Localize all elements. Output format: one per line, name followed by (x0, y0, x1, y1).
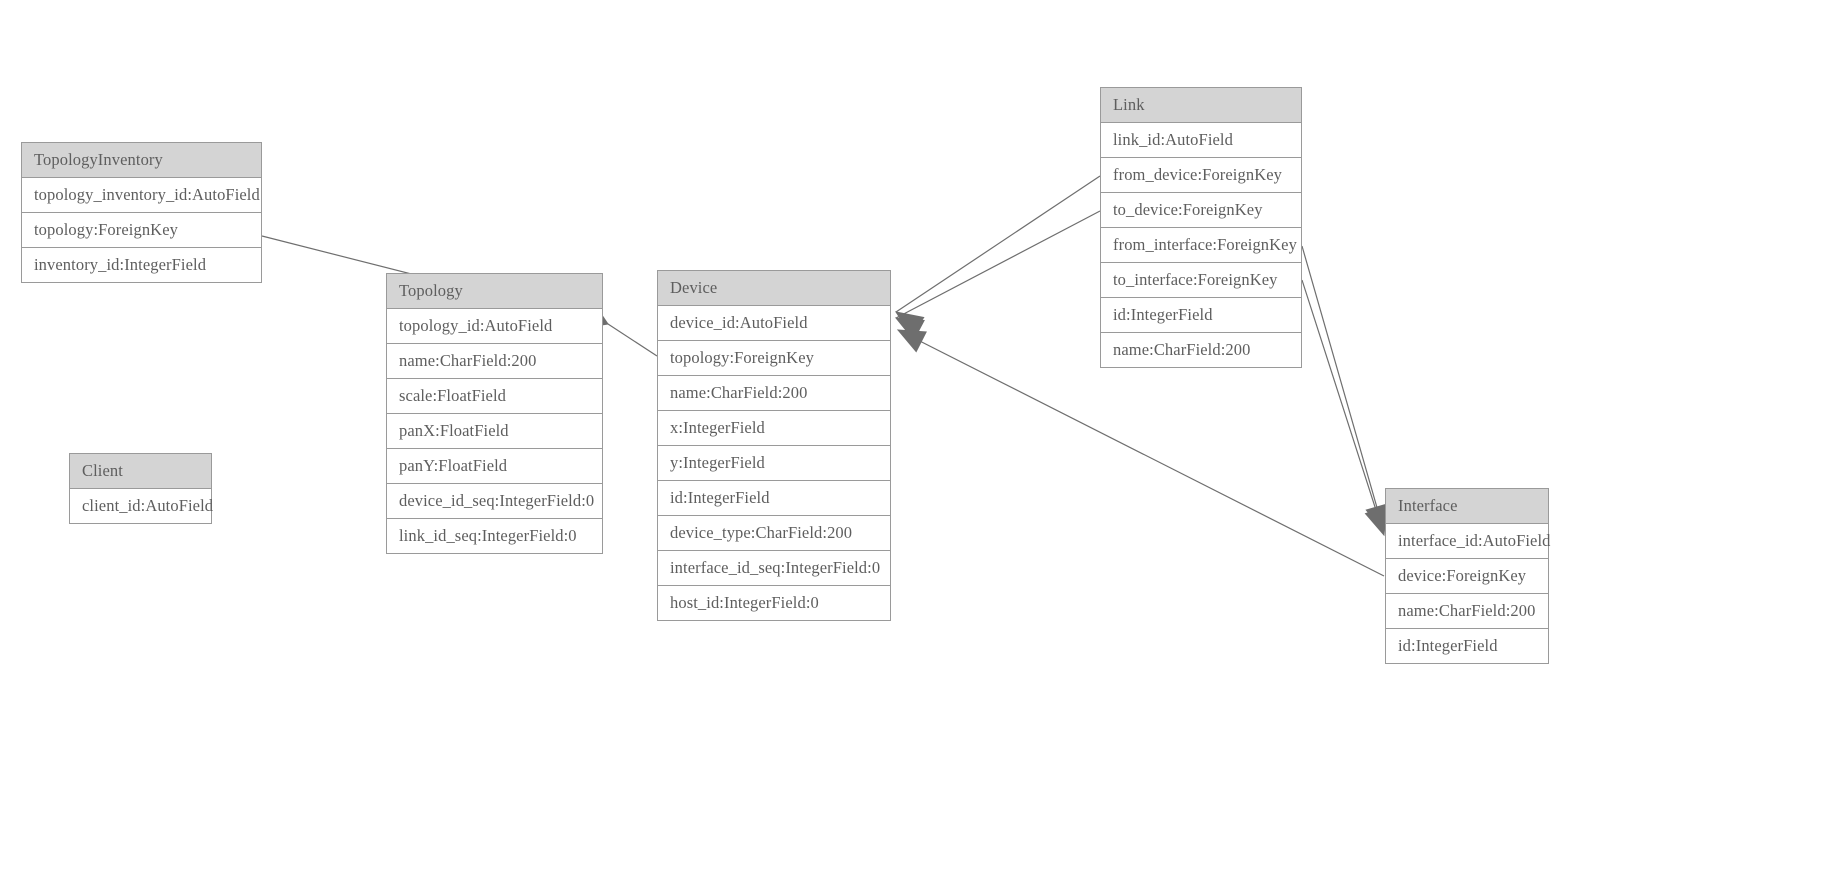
relationship-link-to-interface (1301, 279, 1387, 537)
entity-field[interactable]: topology_id:AutoField (387, 309, 602, 344)
entity-field[interactable]: topology:ForeignKey (22, 213, 261, 248)
entity-field[interactable]: id:IntegerField (658, 481, 890, 516)
entity-field[interactable]: to_interface:ForeignKey (1101, 263, 1301, 298)
entity-field[interactable]: topology:ForeignKey (658, 341, 890, 376)
entity-field[interactable]: panX:FloatField (387, 414, 602, 449)
arrow-head-icon (894, 311, 925, 337)
entity-field[interactable]: client_id:AutoField (70, 489, 213, 523)
entity-field[interactable]: name:CharField:200 (1101, 333, 1301, 367)
entity-field[interactable]: link_id:AutoField (1101, 123, 1301, 158)
entity-title-device: Device (658, 271, 890, 306)
entity-field[interactable]: y:IntegerField (658, 446, 890, 481)
entity-field[interactable]: name:CharField:200 (1386, 594, 1548, 629)
entity-field[interactable]: panY:FloatField (387, 449, 602, 484)
entity-field[interactable]: host_id:IntegerField:0 (658, 586, 890, 620)
entity-title-client: Client (70, 454, 211, 489)
entity-field[interactable]: to_device:ForeignKey (1101, 193, 1301, 228)
entity-field[interactable]: topology_inventory_id:AutoField (22, 178, 261, 213)
entity-field[interactable]: from_interface:ForeignKey (1101, 228, 1301, 263)
relationship-link-to-device (894, 210, 1101, 341)
entity-title-topology_inventory: TopologyInventory (22, 143, 261, 178)
entity-field[interactable]: interface_id:AutoField (1386, 524, 1550, 559)
entity-field[interactable]: scale:FloatField (387, 379, 602, 414)
entity-field[interactable]: link_id_seq:IntegerField:0 (387, 519, 602, 553)
arrow-head-icon (894, 317, 925, 341)
entity-title-topology: Topology (387, 274, 602, 309)
relationship-link-to-device (894, 175, 1101, 337)
entity-field[interactable]: name:CharField:200 (658, 376, 890, 411)
entity-field[interactable]: device_type:CharField:200 (658, 516, 890, 551)
entity-field[interactable]: from_device:ForeignKey (1101, 158, 1301, 193)
entity-field[interactable]: device_id:AutoField (658, 306, 890, 341)
entity-field[interactable]: interface_id_seq:IntegerField:0 (658, 551, 890, 586)
entity-field[interactable]: inventory_id:IntegerField (22, 248, 261, 282)
entity-field[interactable]: name:CharField:200 (387, 344, 602, 379)
entity-field[interactable]: device:ForeignKey (1386, 559, 1548, 594)
entity-field[interactable]: id:IntegerField (1101, 298, 1301, 333)
entity-field[interactable]: device_id_seq:IntegerField:0 (387, 484, 602, 519)
arrow-head-icon (896, 329, 927, 353)
entity-title-link: Link (1101, 88, 1301, 123)
relationship-link-to-interface (1301, 245, 1388, 534)
entity-title-interface: Interface (1386, 489, 1548, 524)
entity-field[interactable]: id:IntegerField (1386, 629, 1548, 663)
arrow-head-icon (1364, 506, 1387, 537)
entity-field[interactable]: x:IntegerField (658, 411, 890, 446)
